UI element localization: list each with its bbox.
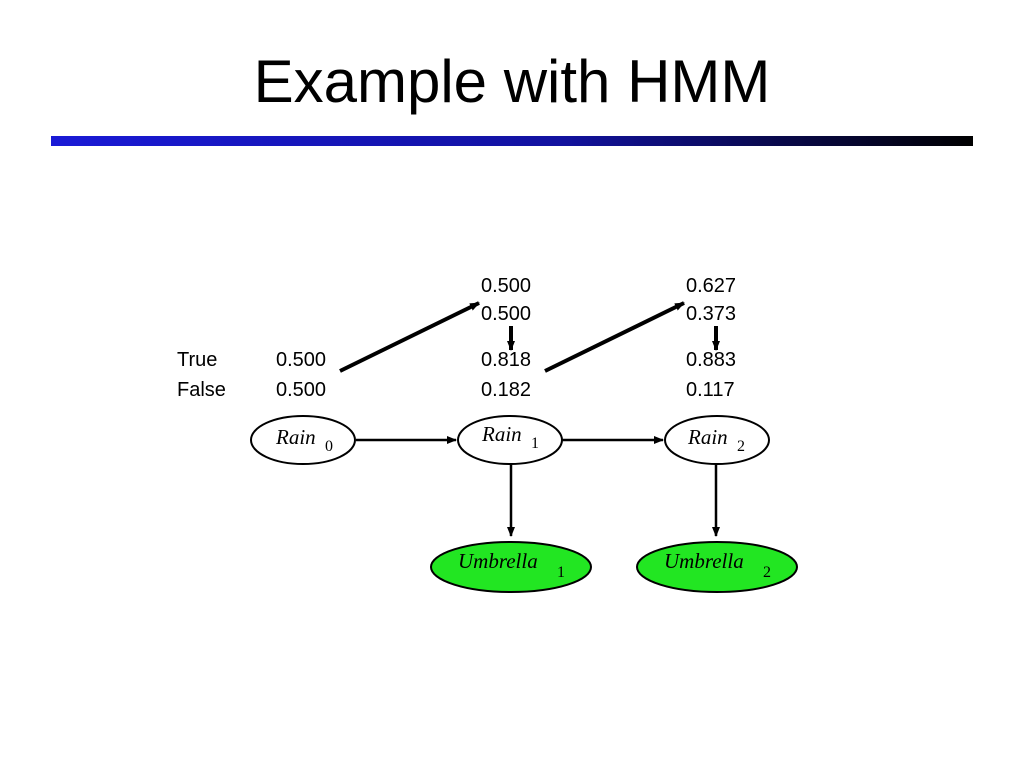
predict-arrow-0-to-1 xyxy=(339,301,480,373)
t0-true-value: 0.500 xyxy=(276,349,326,371)
node-rain-0-label: Rain xyxy=(275,425,316,449)
node-rain-1-label: Rain xyxy=(481,422,522,446)
t0-false-value: 0.500 xyxy=(276,379,326,401)
slide-title: Example with HMM xyxy=(253,48,771,115)
t1-predicted-true-value: 0.500 xyxy=(481,275,531,297)
node-rain-1: Rain 1 xyxy=(457,415,563,465)
node-umbrella-2: Umbrella 2 xyxy=(636,541,798,593)
node-rain-2-subscript: 2 xyxy=(737,438,745,455)
predict-arrow-1-to-2 xyxy=(544,301,685,373)
node-rain-2: Rain 2 xyxy=(664,415,770,465)
node-umbrella-2-label: Umbrella xyxy=(664,549,744,573)
t1-filtered-true-value: 0.818 xyxy=(481,349,531,371)
t1-predicted-false-value: 0.500 xyxy=(481,303,531,325)
t2-filtered-false-value: 0.117 xyxy=(686,379,735,401)
node-umbrella-2-subscript: 2 xyxy=(763,564,771,581)
node-rain-0-subscript: 0 xyxy=(325,438,333,455)
node-umbrella-1: Umbrella 1 xyxy=(430,541,592,593)
node-rain-2-label: Rain xyxy=(687,425,728,449)
node-umbrella-1-label: Umbrella xyxy=(458,549,538,573)
row-label-true: True xyxy=(177,349,217,371)
node-umbrella-1-subscript: 1 xyxy=(557,564,565,581)
node-rain-1-subscript: 1 xyxy=(531,435,539,452)
title-rule xyxy=(51,136,973,146)
node-rain-0: Rain 0 xyxy=(250,415,356,465)
t1-filtered-false-value: 0.182 xyxy=(481,379,531,401)
t2-predicted-false-value: 0.373 xyxy=(686,303,736,325)
t2-filtered-true-value: 0.883 xyxy=(686,349,736,371)
row-label-false: False xyxy=(177,379,226,401)
t2-predicted-true-value: 0.627 xyxy=(686,275,736,297)
